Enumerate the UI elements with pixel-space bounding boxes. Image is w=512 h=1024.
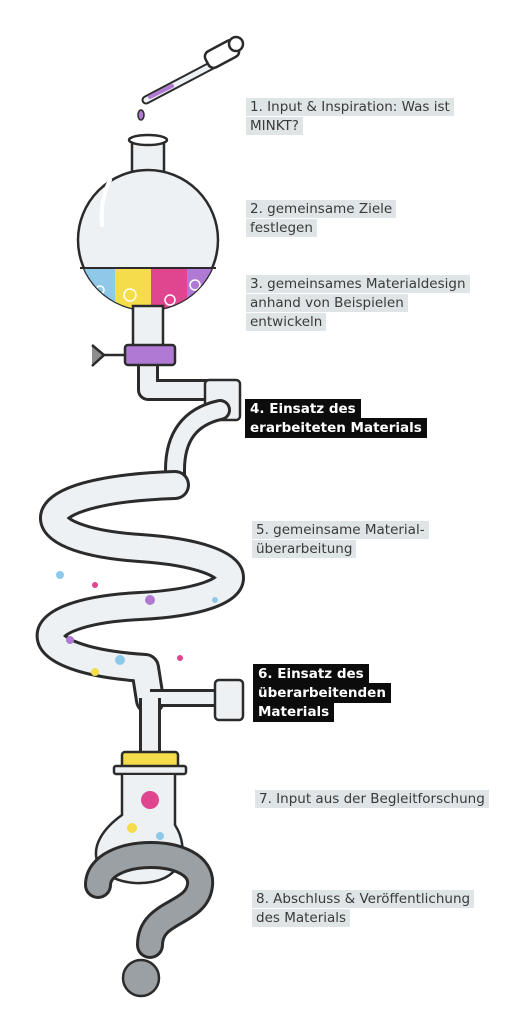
tube-connector-2: [213, 678, 245, 722]
step-3-label: 3. gemeinsames Materialdesign anhand von…: [246, 275, 476, 332]
step-1-label: 1. Input & Inspiration: Was ist MINKT?: [246, 98, 466, 136]
descending-tube: [164, 399, 231, 496]
step-2-label: 2. gemeinsame Ziele festlegen: [246, 200, 406, 238]
coil-tube-icon: [35, 470, 245, 715]
step-8-label: 8. Abschluss & Veröffentlichung des Mate…: [252, 890, 482, 928]
pipette-icon: [137, 35, 245, 121]
step-7-label: 7. Input aus der Begleitforschung: [255, 790, 505, 809]
round-flask-icon: [76, 133, 220, 348]
step-4-label: 4. Einsatz des erarbeiteten Materials: [245, 399, 450, 438]
stopcock-icon: [91, 343, 177, 367]
step-5-label: 5. gemeinsame Material-überarbeitung: [252, 521, 442, 559]
step-6-label: 6. Einsatz des überarbeitenden Materials: [253, 664, 393, 722]
question-mark-icon: [84, 775, 214, 998]
stopper-icon: [112, 750, 188, 776]
